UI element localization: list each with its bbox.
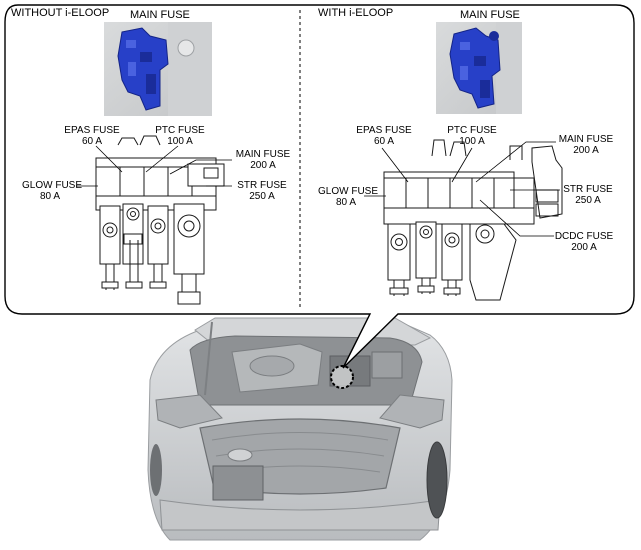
left-panel-title: WITHOUT i-ELOOP [11, 7, 110, 19]
right-epas-fuse-label: EPAS FUSE 60 A [356, 125, 412, 147]
left-fuse-block-drawing [95, 135, 225, 305]
left-main-fuse-label: MAIN FUSE 200 A [235, 149, 291, 171]
right-main-fuse-photo [436, 22, 522, 114]
left-str-fuse-label: STR FUSE 250 A [237, 180, 287, 202]
right-fuse-block-drawing [383, 139, 563, 301]
right-panel-title: WITH i-ELOOP [318, 7, 394, 19]
left-glow-fuse-label: GLOW FUSE 80 A [22, 180, 83, 202]
right-str-fuse-label: STR FUSE 250 A [563, 184, 613, 206]
left-panel [76, 22, 232, 305]
left-leader-lines [76, 145, 232, 187]
left-main-fuse-photo [104, 22, 212, 116]
right-panel [364, 22, 563, 301]
right-glow-fuse-label: GLOW FUSE 80 A [318, 186, 379, 208]
left-ptc-fuse-label: PTC FUSE 100 A [155, 125, 205, 147]
right-main-fuse-heading: MAIN FUSE [460, 9, 520, 21]
right-ptc-fuse-label: PTC FUSE 100 A [447, 125, 497, 147]
left-epas-fuse-label: EPAS FUSE 60 A [64, 125, 120, 147]
left-main-fuse-heading: MAIN FUSE [130, 9, 190, 21]
right-dcdc-fuse-label: DCDC FUSE 200 A [554, 231, 614, 253]
fuse-location-marker [330, 365, 354, 389]
right-leader-lines [364, 141, 560, 237]
right-main-fuse-label: MAIN FUSE 200 A [558, 134, 614, 156]
car-illustration [147, 317, 453, 541]
